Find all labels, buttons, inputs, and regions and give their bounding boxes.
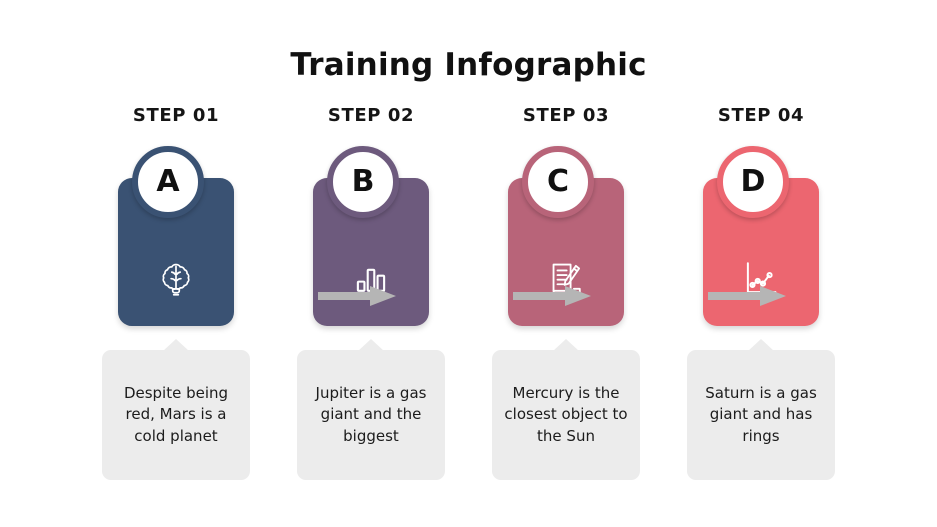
caption-text-2: Jupiter is a gas giant and the biggest <box>315 384 427 445</box>
caption-text-4: Saturn is a gas giant and has rings <box>705 384 817 445</box>
step-item-4[interactable]: STEP 04 D <box>681 105 841 345</box>
captions-row: Despite being red, Mars is a cold planet… <box>96 339 841 480</box>
step-letter-4: D <box>740 164 766 199</box>
step-letter-1: A <box>156 164 180 199</box>
caption-text-3: Mercury is the closest object to the Sun <box>504 384 628 445</box>
caption-text-1: Despite being red, Mars is a cold planet <box>123 384 229 445</box>
steps-row: STEP 01 A STEP 02 <box>96 105 841 345</box>
caption-notch-3 <box>553 339 579 351</box>
step-circle-4[interactable]: D <box>717 146 789 218</box>
brain-bulb-icon <box>118 258 234 300</box>
step-letter-2: B <box>351 164 375 199</box>
step-circle-3[interactable]: C <box>522 146 594 218</box>
step-circle-1[interactable]: A <box>132 146 204 218</box>
step-letter-3: C <box>546 164 570 199</box>
step-item-1[interactable]: STEP 01 A <box>96 105 256 345</box>
step-card-3[interactable] <box>508 178 624 326</box>
caption-notch-2 <box>358 339 384 351</box>
step-label-4: STEP 04 <box>717 105 805 126</box>
caption-box-3: Mercury is the closest object to the Sun <box>492 339 640 480</box>
step-label-2: STEP 02 <box>327 105 415 126</box>
step-label-1: STEP 01 <box>132 105 220 126</box>
caption-box-2: Jupiter is a gas giant and the biggest <box>297 339 445 480</box>
step-circle-2[interactable]: B <box>327 146 399 218</box>
arrow-step1-to-step2-icon <box>318 283 396 309</box>
arrow-step2-to-step3-icon <box>513 283 591 309</box>
caption-notch-1 <box>163 339 189 351</box>
caption-box-4: Saturn is a gas giant and has rings <box>687 339 835 480</box>
step-item-2[interactable]: STEP 02 B <box>291 105 451 345</box>
arrow-step3-to-step4-icon <box>708 283 786 309</box>
step-item-3[interactable]: STEP 03 C <box>486 105 646 345</box>
caption-box-1: Despite being red, Mars is a cold planet <box>102 339 250 480</box>
caption-notch-4 <box>748 339 774 351</box>
page-title: Training Infographic <box>290 47 647 83</box>
step-label-3: STEP 03 <box>522 105 610 126</box>
